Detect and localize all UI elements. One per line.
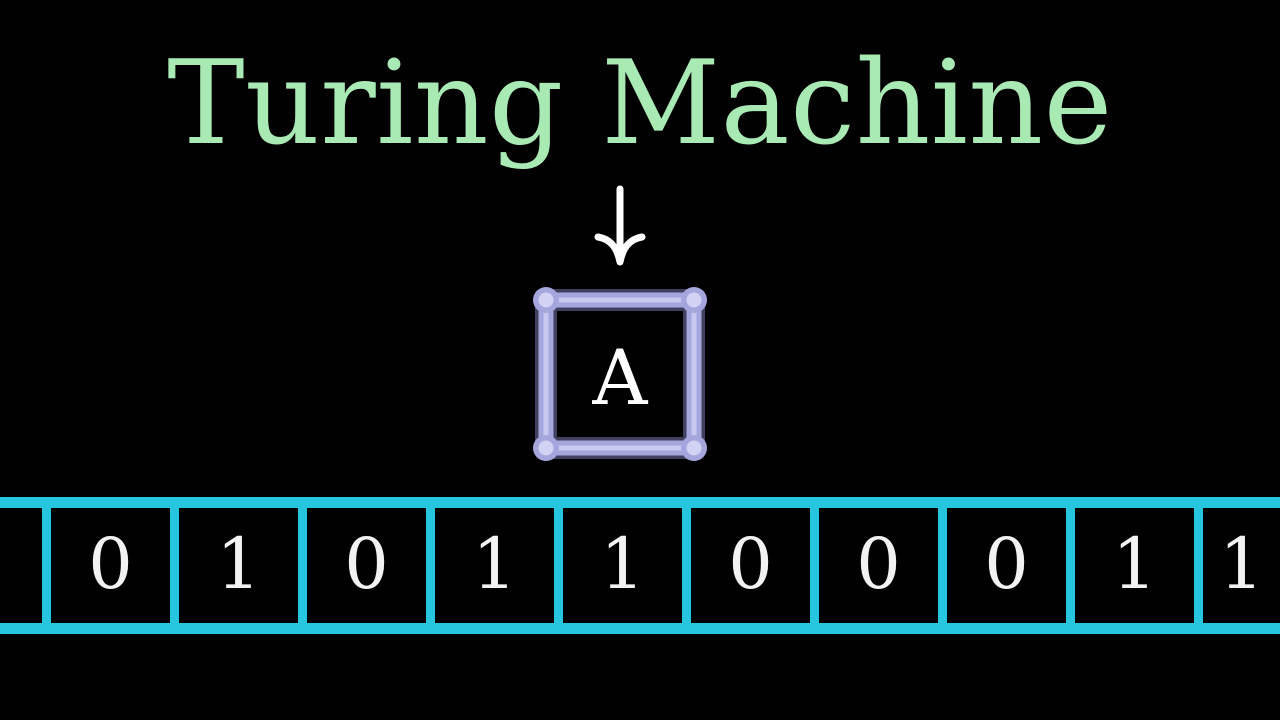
tape-cell-value: 1	[1112, 522, 1157, 605]
tape-cell[interactable]: 0	[938, 508, 1066, 623]
page-title: Turing Machine	[167, 36, 1113, 171]
tape-cell-value	[0, 508, 42, 623]
tape-cell[interactable]: 0	[42, 508, 170, 623]
tape-cell-value: 0	[728, 522, 773, 605]
state-box-corner-dots	[533, 287, 707, 461]
tape-cell[interactable]: 1	[554, 508, 682, 623]
tape-cell[interactable]: 0	[298, 508, 426, 623]
tape-cell-value: 1	[472, 522, 517, 605]
tape-cell[interactable]: 0	[810, 508, 938, 623]
tape-cell-value: 0	[88, 522, 133, 605]
tape-cell[interactable]: 1	[1066, 508, 1194, 623]
tape-cell-value: 1	[600, 522, 645, 605]
tape-cell-value: 0	[984, 522, 1029, 605]
tape-cell-value: 0	[856, 522, 901, 605]
tape-cell[interactable]	[0, 508, 42, 623]
tape-bottom-rail	[0, 623, 1280, 634]
state-label: A	[592, 332, 648, 422]
tape-cell[interactable]: 1	[170, 508, 298, 623]
tape-cell-value: 1	[216, 522, 261, 605]
tape-cell-value: 1	[1219, 522, 1264, 605]
tape-cell[interactable]: 1	[426, 508, 554, 623]
state-box[interactable]	[531, 286, 709, 462]
down-arrow-icon	[594, 185, 646, 266]
tape-cell[interactable]: 1	[1194, 508, 1280, 623]
tape-top-rail	[0, 497, 1280, 508]
tape-cell[interactable]: 0	[682, 508, 810, 623]
tape-cell-value: 0	[344, 522, 389, 605]
